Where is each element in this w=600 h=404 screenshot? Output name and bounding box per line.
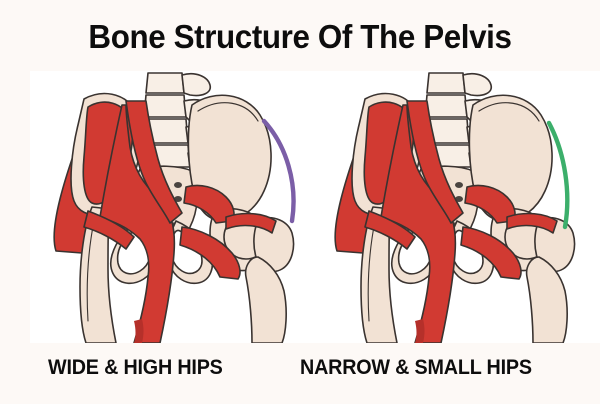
iliopsoas-muscle: [125, 100, 183, 224]
pectineus-right: [179, 226, 241, 280]
purple-arc-icon: [261, 118, 296, 224]
caption-narrow-small-hips: NARROW & SMALL HIPS: [300, 356, 532, 379]
iliac-crest-line: [478, 102, 540, 122]
gluteus-band-right: [506, 212, 558, 234]
green-arc-icon: [546, 120, 570, 230]
gluteus-band-right: [225, 212, 277, 234]
femur-right: [244, 256, 287, 343]
figure-narrow-small-hips: [311, 71, 591, 343]
figure-wide-high-hips: [30, 71, 310, 343]
illustration-panel: [30, 71, 600, 343]
muscle-shadow-1: [134, 319, 144, 343]
iliopsoas-muscle: [406, 100, 464, 224]
greater-trochanter-right: [253, 217, 295, 273]
femur-left: [360, 206, 398, 343]
piriformis-right: [464, 184, 516, 224]
iliac-crest-line: [197, 102, 259, 122]
caption-wide-high-hips: WIDE & HIGH HIPS: [48, 356, 223, 379]
sartorius-band-left: [364, 210, 416, 250]
pectineus-right: [460, 226, 522, 280]
piriformis-right: [183, 184, 235, 224]
femur-right: [525, 256, 568, 343]
femur-left-inner-line: [86, 220, 95, 322]
page-title: Bone Structure Of The Pelvis: [88, 18, 512, 55]
sartorius-band-left: [83, 210, 135, 250]
muscle-shadow-1: [415, 319, 425, 343]
femur-left: [79, 206, 117, 343]
femur-left-inner-line: [367, 220, 376, 322]
